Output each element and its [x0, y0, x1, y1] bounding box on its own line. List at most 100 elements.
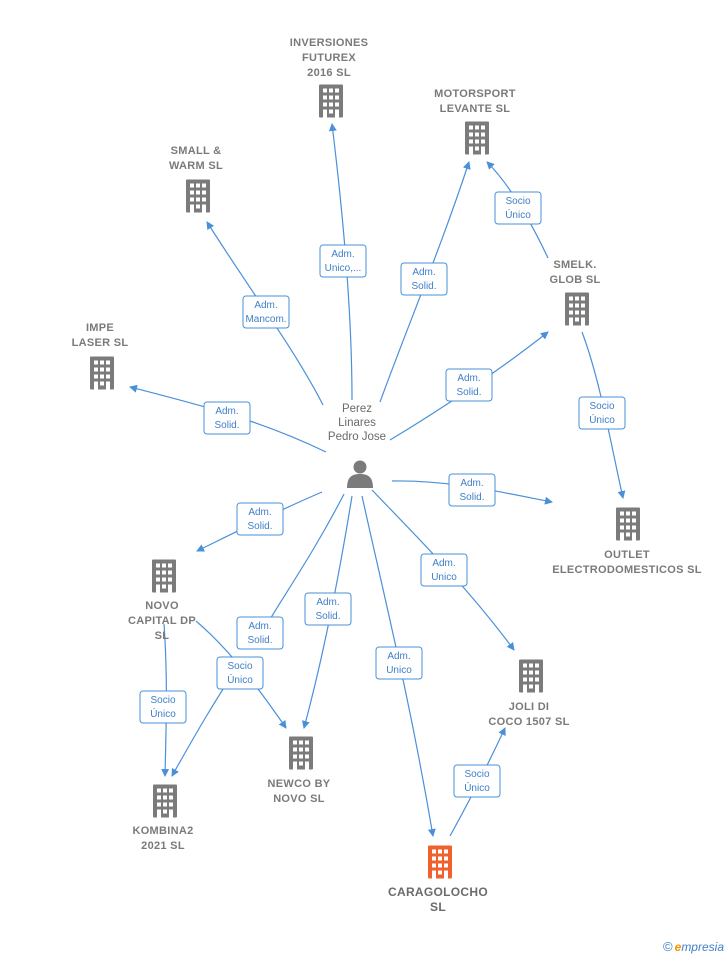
company-label-line: OUTLET	[604, 549, 650, 561]
company-label-line: NOVO SL	[273, 793, 325, 805]
company-label-line: SL	[155, 630, 170, 642]
edge-label-text: Adm.	[432, 558, 455, 569]
building-icon	[428, 845, 452, 879]
edge-label-text: Unico	[386, 665, 412, 676]
person-label-line: Pedro Jose	[328, 431, 386, 443]
edge-label-text: Socio	[464, 769, 489, 780]
company-label-line: GLOB SL	[550, 274, 601, 286]
edge-label-text: Adm.	[254, 300, 277, 311]
edge-label-p-caragolocho[interactable]: Adm. Unico	[375, 646, 423, 680]
edge-label-p-newco[interactable]: Adm.Solid.	[304, 592, 352, 626]
edge-label-box	[578, 396, 626, 430]
company-label-line: CAPITAL DP	[128, 615, 196, 627]
edge-label-text: Adm.	[248, 507, 271, 518]
edge-label-p-outlet[interactable]: Adm. Solid.	[448, 473, 496, 507]
edge-label-text: Adm.	[387, 651, 410, 662]
edge-label-text: Adm.	[331, 249, 354, 260]
copyright-symbol: ©	[663, 939, 673, 954]
edge-label-text: Único	[150, 707, 176, 720]
building-icon	[519, 659, 543, 693]
edge-label-box	[236, 616, 284, 650]
edge-label-p-smelk[interactable]: Adm. Solid.	[445, 368, 493, 402]
edge-label-text: Solid.	[456, 387, 481, 398]
edge-label-text: Único	[227, 673, 253, 686]
edge-label-p-small[interactable]: Adm. Mancom.	[242, 295, 290, 329]
company-label-line: COCO 1507 SL	[488, 716, 569, 728]
company-node-small[interactable]: SMALL & WARM SL	[169, 145, 223, 213]
company-label-line: SL	[430, 900, 446, 914]
edge-label-box	[203, 401, 251, 435]
company-node-novo[interactable]: NOVO CAPITAL DP SL	[128, 559, 196, 643]
company-label-line: CARAGOLOCHO	[388, 885, 488, 899]
edge-label-box	[445, 368, 493, 402]
company-label-line: FUTUREX	[302, 52, 356, 64]
edge-label-box	[420, 553, 468, 587]
edge-label-text: Socio	[505, 196, 530, 207]
edge-label-text: Solid.	[247, 635, 272, 646]
company-label-line: WARM SL	[169, 160, 223, 172]
company-label-line: NOVO	[145, 600, 179, 612]
edge-label-p-novo[interactable]: Adm. Solid.	[236, 502, 284, 536]
edge-label-text: Unico	[431, 572, 457, 583]
edge-label-text: Único	[589, 413, 615, 426]
company-label-line: IMPE	[86, 322, 114, 334]
edge-label-text: Solid.	[459, 492, 484, 503]
edge-label-box	[453, 764, 501, 798]
edge-labels-layer: Adm.Unico,...Adm.Solid.SocioÚnicoAdm.Man…	[139, 191, 626, 798]
edge-label-text: Adm.	[412, 267, 435, 278]
building-icon	[152, 559, 176, 593]
edge-label-text: Socio	[589, 401, 614, 412]
edge-label-text: Solid.	[411, 281, 436, 292]
edge-label-box	[494, 191, 542, 225]
edge-label-text: Único	[464, 781, 490, 794]
edge-label-p-inversiones[interactable]: Adm.Unico,...	[319, 244, 367, 278]
edge-label-text: Solid.	[247, 521, 272, 532]
edge-label-box	[216, 656, 264, 690]
edge-label-text: Adm.	[457, 373, 480, 384]
edge-label-box	[448, 473, 496, 507]
company-label-line: KOMBINA2	[132, 825, 193, 837]
company-label-line: INVERSIONES	[290, 37, 369, 49]
edge-label-p-kombina[interactable]: Adm. Solid.	[236, 616, 284, 650]
edge-label-box	[375, 646, 423, 680]
building-icon	[319, 84, 343, 118]
building-icon	[465, 121, 489, 155]
edge-label-p-impe[interactable]: Adm.Solid.	[203, 401, 251, 435]
edge-label-text: Adm.	[316, 597, 339, 608]
edge-label-p-motorsport[interactable]: Adm. Solid.	[400, 262, 448, 296]
company-node-smelk[interactable]: SMELK. GLOB SL	[550, 259, 601, 326]
edge-label-box	[304, 592, 352, 626]
company-node-newco[interactable]: NEWCO BY NOVO SL	[268, 736, 331, 806]
edge-label-text: Socio	[227, 661, 252, 672]
edge-label-text: Adm.	[460, 478, 483, 489]
brand-initial: e	[674, 940, 682, 954]
company-label-line: SMALL &	[171, 145, 222, 157]
edge-label-text: Mancom.	[245, 314, 286, 325]
watermark: ©empresia	[663, 939, 724, 954]
edge-label-p-joli[interactable]: Adm. Unico	[420, 553, 468, 587]
edge-label-text: Socio	[150, 695, 175, 706]
edge-label-box	[319, 244, 367, 278]
company-node-motorsport[interactable]: MOTORSPORT LEVANTE SL	[434, 88, 516, 155]
edge-label-text: Adm.	[248, 621, 271, 632]
company-label-line: SMELK.	[553, 259, 596, 271]
edge-label-box	[236, 502, 284, 536]
company-label-line: NEWCO BY	[268, 778, 331, 790]
edge-label-text: Único	[505, 208, 531, 221]
edge-label-box	[242, 295, 290, 329]
company-label-line: MOTORSPORT	[434, 88, 516, 100]
company-label-line: LEVANTE SL	[440, 103, 511, 115]
